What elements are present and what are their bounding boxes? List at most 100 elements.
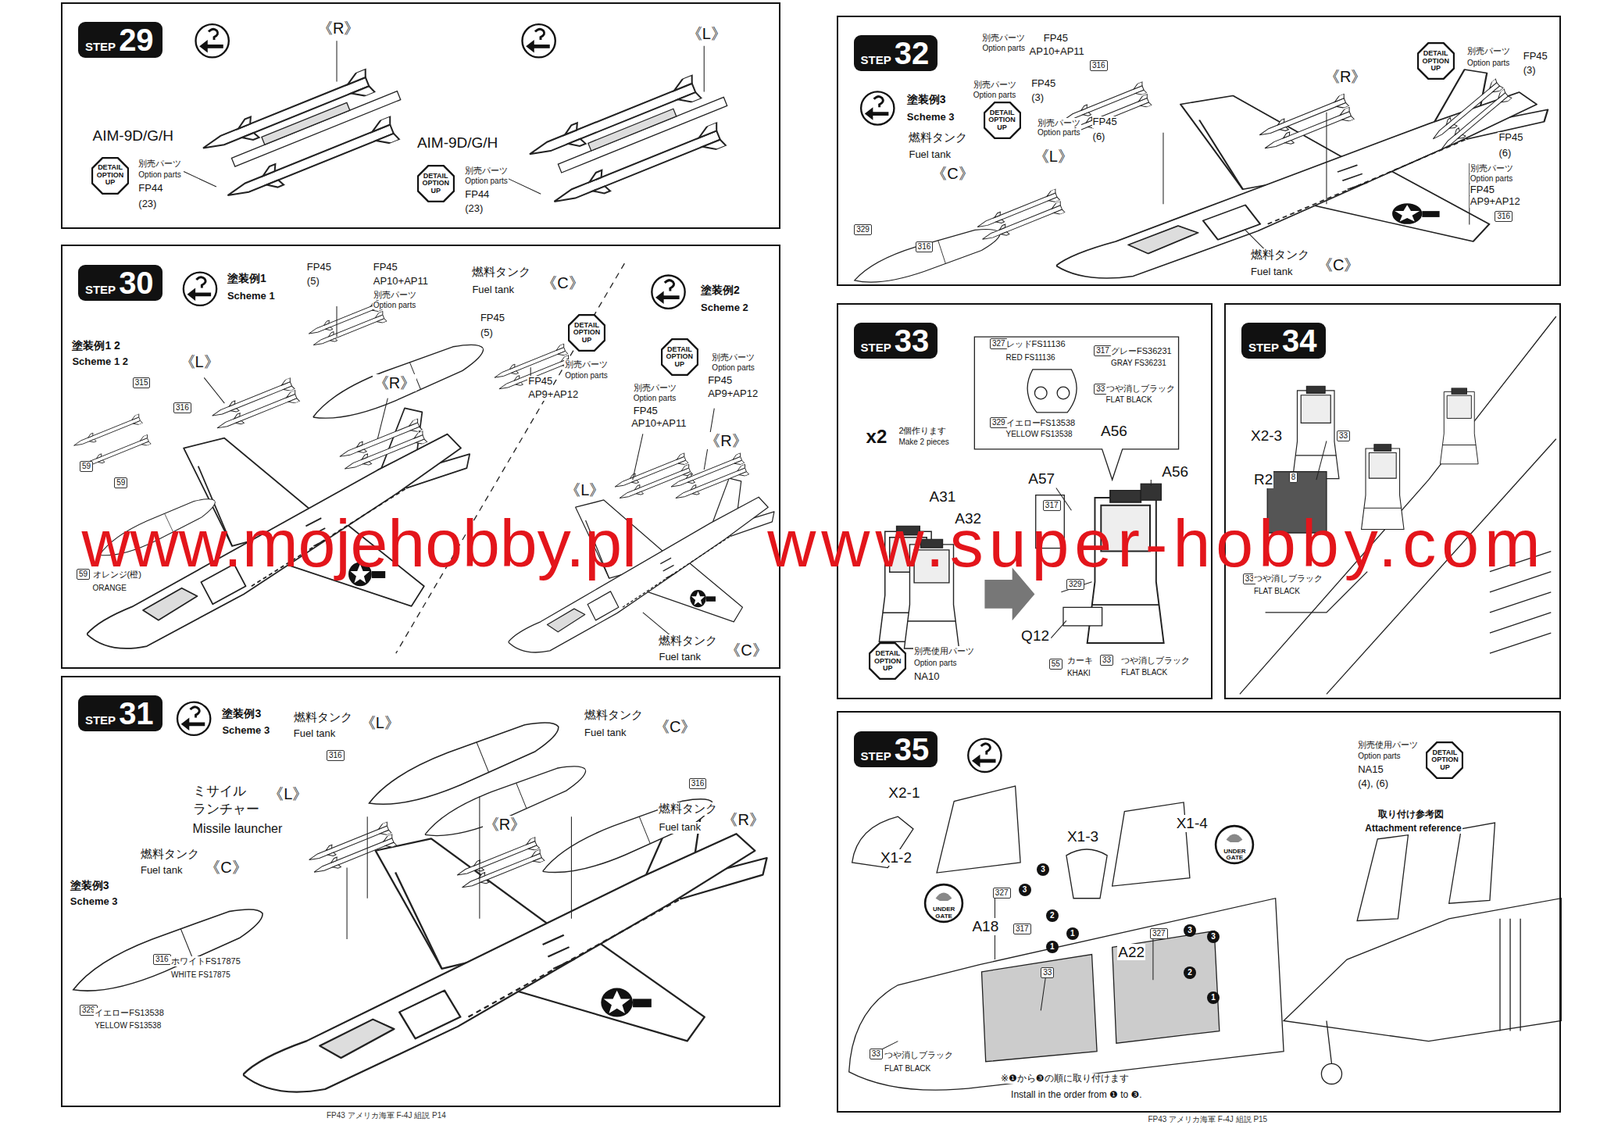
callout-number: 33 [1040, 967, 1054, 979]
callout-number: 33 [1336, 430, 1350, 442]
badge-text-holder: DETAIL OPTION UP [1429, 749, 1460, 772]
part-label: ランチャー [192, 801, 261, 817]
badge-text: DETAIL OPTION UP [664, 346, 695, 368]
gate-mark [1226, 834, 1243, 843]
part-label: A18 [971, 917, 1000, 935]
drawn-part [196, 24, 229, 58]
step-number: 30 [118, 267, 154, 299]
art-path [849, 898, 1284, 1090]
step-word: STEP [860, 749, 892, 763]
part-label: Scheme 2 [700, 302, 750, 315]
octagon-shape [568, 314, 605, 351]
part-label: FP45 [707, 375, 733, 387]
part-label: A56 [1100, 422, 1129, 440]
callout-number: 59 [114, 477, 128, 489]
badge-text-holder: UNDER GATE [1219, 848, 1250, 862]
part-label: 《C》 [724, 641, 768, 659]
art-path [346, 796, 572, 940]
badge-text: UNDER GATE [1219, 848, 1250, 862]
part-label: x2 [865, 426, 889, 448]
part-label: つや消しブラック [1105, 383, 1176, 393]
part-label: FP45 [1497, 132, 1524, 144]
callout-number: 316 [153, 953, 172, 965]
art-path [1449, 822, 1496, 904]
detail-up-badge: DETAIL OPTION UP [983, 101, 1022, 140]
order-marker: 3 [1036, 863, 1050, 876]
gate-mark [935, 892, 953, 900]
callout-number: 316 [173, 402, 192, 414]
art-path [1500, 918, 1521, 1032]
part-label: 燃料タンク [657, 802, 718, 816]
art-path [981, 954, 1097, 1062]
order-marker: 1 [1207, 991, 1220, 1004]
art-group [975, 189, 1065, 246]
part-label: A22 [1117, 943, 1146, 961]
art-group [492, 343, 572, 394]
part-label: レッドFS11136 [1005, 339, 1067, 349]
step-word: STEP [860, 53, 892, 67]
step30-art [71, 263, 775, 654]
drawn-part [1292, 385, 1340, 479]
part-label: 別売パーツ [1466, 46, 1511, 56]
order-marker: 3 [1183, 924, 1197, 937]
part-label: 燃料タンク [139, 847, 200, 861]
badge-text: DETAIL OPTION UP [1429, 749, 1460, 772]
part-label: X2-1 [887, 784, 921, 801]
part-label: Option parts [372, 300, 417, 310]
badge-text-holder: DETAIL OPTION UP [1421, 50, 1451, 72]
part-label: AP9+AP12 [1469, 196, 1522, 208]
part-label: YELLOW FS13538 [93, 1021, 162, 1030]
drawn-part [521, 24, 555, 58]
part-label: Fuel tank [471, 284, 515, 297]
order-marker: 3 [1207, 930, 1220, 943]
part-label: Scheme 1 [226, 290, 276, 303]
part-label: イエローFS13538 [1005, 417, 1077, 428]
part-label: R2 [1253, 471, 1274, 488]
part-label: FLAT BLACK [1253, 586, 1301, 596]
part-label: X1-4 [1175, 814, 1209, 832]
art-path [974, 336, 1179, 480]
part-label: 塗装例3 [221, 707, 262, 721]
art-group [337, 418, 428, 475]
step-word: STEP [85, 39, 116, 54]
art-group [1257, 93, 1354, 155]
art-group [66, 896, 269, 1006]
part-label: GRAY FS36231 [1110, 358, 1168, 368]
part-label: (5) [306, 275, 321, 288]
step-badge: STEP31 [78, 695, 163, 732]
part-label: (3) [1522, 64, 1537, 77]
part-label: FP44 [464, 189, 490, 201]
callout-number: 8 [1289, 471, 1299, 483]
part-label: 別売使用パーツ [1357, 739, 1419, 750]
part-label: Fuel tank [657, 821, 701, 834]
part-label: 別売パーツ [1036, 117, 1082, 128]
part-label: 別売パーツ [137, 158, 183, 168]
drawn-part [1439, 387, 1479, 464]
callout-number: 327 [992, 887, 1011, 899]
part-label: A31 [928, 488, 958, 505]
part-label: 《L》 [685, 25, 728, 43]
art-circle [1057, 386, 1070, 400]
part-label: 別売パーツ [632, 382, 678, 393]
callout-number: 315 [132, 377, 151, 389]
callout-number: 316 [1089, 60, 1108, 72]
part-label: 《R》 [482, 815, 527, 833]
step33-art [878, 336, 1179, 649]
art-group [307, 333, 490, 432]
part-label: 別売パーツ [564, 359, 609, 369]
part-label: FP45 [1042, 32, 1069, 45]
step-badge: STEP32 [853, 35, 939, 72]
art-path [852, 816, 914, 868]
step-number: 31 [118, 697, 154, 729]
part-label: Option parts [913, 658, 958, 668]
part-label: A56 [1160, 463, 1190, 480]
art-group [307, 821, 397, 879]
art-path [1316, 440, 1327, 480]
drawn-part [967, 739, 1001, 772]
part-label: 塗装例3 [906, 93, 947, 107]
art-path [1027, 369, 1077, 413]
art-group [525, 67, 741, 216]
badge-text: DETAIL OPTION UP [421, 172, 451, 195]
art-group [536, 788, 719, 886]
step-badge: STEP34 [1241, 322, 1326, 359]
